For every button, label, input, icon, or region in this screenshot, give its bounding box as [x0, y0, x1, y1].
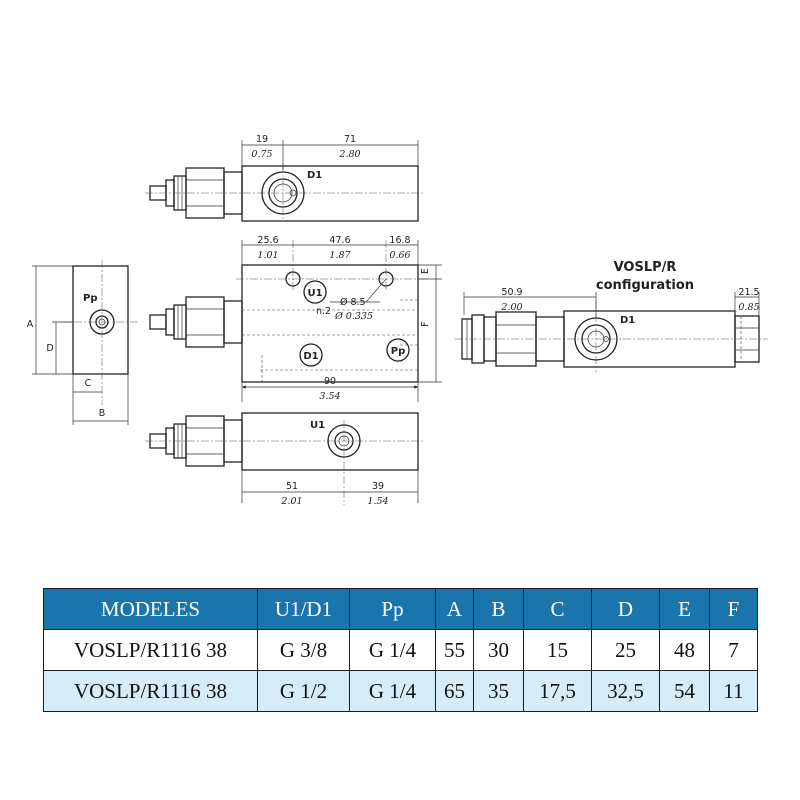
top-view: D1 19 0.75 71 2.80: [145, 134, 425, 222]
side-view: Pp A D C B: [27, 260, 140, 425]
config-port-label: D1: [620, 315, 635, 326]
models-table: MODELES U1/D1 Pp A B C D E F VOSLP/R1116…: [43, 588, 758, 712]
table-cell: G 1/4: [349, 629, 436, 671]
table-cell: 48: [659, 629, 710, 671]
table-cell: 25: [591, 629, 660, 671]
front-view-cartridge: [149, 296, 243, 348]
front-port-pp: [386, 338, 410, 362]
config-dim-left-in: 2.00: [500, 302, 522, 313]
table-cell: 35: [473, 670, 524, 712]
table-cell: 15: [523, 629, 592, 671]
side-dim-c: C: [85, 378, 92, 389]
table-cell: 11: [709, 670, 758, 712]
table-cell: 55: [435, 629, 474, 671]
bottom-port-label: U1: [310, 420, 325, 431]
front-port-pp-label: Pp: [391, 346, 406, 357]
front-dim-b: 47.6: [329, 235, 350, 246]
side-view-body: [72, 265, 129, 375]
front-dim-a-in: 1.01: [257, 250, 278, 261]
top-view-port-label: D1: [307, 170, 322, 181]
front-dim-c: 16.8: [389, 235, 410, 246]
table-cell: G 1/4: [349, 670, 436, 712]
top-view-dim-right-in: 2.80: [338, 149, 360, 160]
config-title-line2: configuration: [596, 278, 694, 293]
technical-drawing: D1 19 0.75 71 2.80: [27, 134, 768, 507]
front-dim-c-in: 0.66: [389, 250, 410, 261]
side-dim-d: D: [46, 343, 53, 354]
bottom-dim-right: 39: [372, 481, 384, 492]
table-row: VOSLP/R1116 38 G 3/8 G 1/4 55 30 15 25 4…: [43, 629, 758, 671]
front-port-d1: [299, 343, 323, 367]
top-view-cartridge: [149, 167, 243, 219]
header-e: E: [659, 588, 710, 630]
front-dim-f: F: [420, 321, 431, 326]
top-view-dim-left: 19: [256, 134, 268, 145]
hole-dia: Ø 8.5: [340, 297, 366, 308]
table-cell: 32,5: [591, 670, 660, 712]
front-dim-a: 25.6: [257, 235, 278, 246]
front-port-u1-label: U1: [307, 288, 322, 299]
front-length: 90: [324, 376, 336, 387]
front-length-in: 3.54: [319, 391, 340, 402]
header-pp: Pp: [349, 588, 436, 630]
config-dim-right-in: 0.85: [738, 302, 759, 313]
header-f: F: [709, 588, 758, 630]
header-b: B: [473, 588, 524, 630]
table-cell: G 3/8: [257, 629, 350, 671]
table-cell: G 1/2: [257, 670, 350, 712]
config-dim-right: 21.5: [738, 287, 759, 298]
side-dim-a: A: [27, 319, 34, 330]
header-c: C: [523, 588, 592, 630]
hole-count: n.2: [316, 306, 331, 317]
table-cell: 30: [473, 629, 524, 671]
header-modeles: MODELES: [43, 588, 258, 630]
table-row: VOSLP/R1116 38 G 1/2 G 1/4 65 35 17,5 32…: [43, 670, 758, 712]
bottom-dim-right-in: 1.54: [367, 496, 388, 507]
bottom-dim-left: 51: [286, 481, 298, 492]
front-dim-b-in: 1.87: [329, 250, 351, 261]
bottom-dim-left-in: 2.01: [280, 496, 302, 507]
table-cell: VOSLP/R1116 38: [43, 670, 258, 712]
table-cell: 7: [709, 629, 758, 671]
side-port-label: Pp: [83, 293, 98, 304]
front-view-body: [241, 264, 419, 383]
config-view: VOSLP/R configuration D1 50.9: [455, 260, 768, 372]
front-dim-e: E: [420, 268, 431, 274]
table-cell: 54: [659, 670, 710, 712]
front-port-d1-label: D1: [303, 351, 318, 362]
top-view-body: [241, 165, 419, 222]
front-port-u1: [303, 280, 327, 304]
table-header-row: MODELES U1/D1 Pp A B C D E F: [43, 588, 758, 630]
config-dim-left: 50.9: [501, 287, 522, 298]
table-cell: 65: [435, 670, 474, 712]
hole-dia-in: Ø 0.335: [334, 311, 373, 322]
header-a: A: [435, 588, 474, 630]
top-view-dim-left-in: 0.75: [251, 149, 272, 160]
side-dim-b: B: [99, 408, 106, 419]
bottom-view-body: [241, 412, 419, 471]
table-cell: VOSLP/R1116 38: [43, 629, 258, 671]
header-u1-d1: U1/D1: [257, 588, 350, 630]
header-d: D: [591, 588, 660, 630]
top-view-dim-right: 71: [344, 134, 356, 145]
table-cell: 17,5: [523, 670, 592, 712]
bottom-view: U1 51 2.01 39 1.54: [145, 412, 425, 507]
front-view: U1 D1 Pp Ø 8.5 n.2 Ø 0.335 25.6 1.01 47.…: [149, 235, 442, 402]
config-title-line1: VOSLP/R: [614, 260, 677, 275]
